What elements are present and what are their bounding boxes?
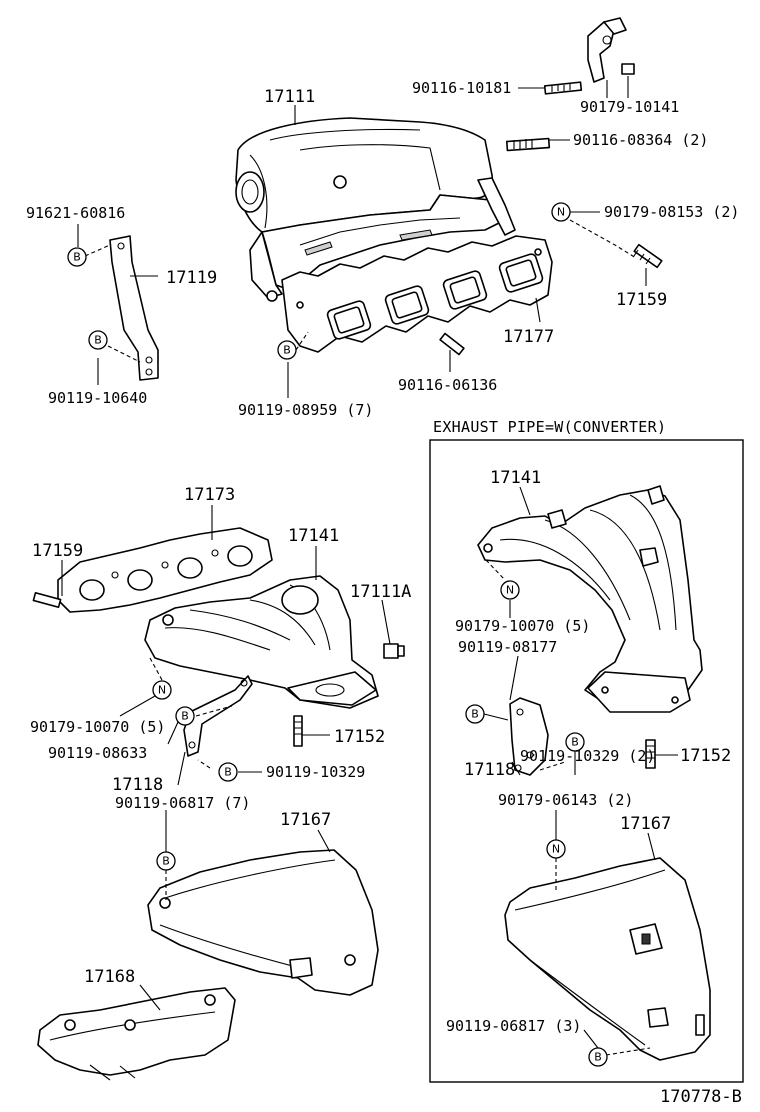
bracket-top-right (587, 17, 627, 83)
label-90179-10141: 90179-10141 (580, 98, 679, 116)
heat-insulator-17167-converter (504, 857, 711, 1061)
heat-insulator-17168 (37, 987, 236, 1081)
figure-code: 170778-B (660, 1087, 742, 1107)
svg-text:B: B (471, 708, 479, 721)
stud-17159-top (633, 243, 663, 269)
label-90119-06817-converter: 90119-06817 (3) (446, 1017, 581, 1035)
label-17177: 17177 (503, 327, 554, 347)
bolt-marker-90119-08959: B (277, 340, 297, 360)
nut-marker-90179-10070-converter: N (500, 580, 520, 600)
label-17168: 17168 (84, 967, 135, 987)
svg-text:N: N (506, 584, 514, 597)
exhaust-manifold-17141-converter (477, 485, 703, 713)
label-17118-left: 17118 (112, 775, 163, 795)
bolt-marker-90119-10329-converter: B (565, 732, 585, 752)
label-17118-converter: 17118 (464, 760, 515, 780)
bolt-marker-90119-06817-converter: B (588, 1047, 608, 1067)
bolt-marker-90119-10329-left: B (218, 762, 238, 782)
stud-17159-left (32, 591, 62, 609)
svg-text:N: N (557, 206, 565, 219)
converter-box-header: EXHAUST PIPE=W(CONVERTER) (433, 418, 666, 436)
nut-90179-10141 (621, 63, 635, 75)
label-17141-converter: 17141 (490, 468, 541, 488)
label-17111A: 17111A (350, 582, 411, 602)
label-17159-left: 17159 (32, 541, 83, 561)
label-17167-left: 17167 (280, 810, 331, 830)
nut-marker-90179-10070-left: N (152, 680, 172, 700)
label-90119-10640: 90119-10640 (48, 389, 147, 407)
label-17167-converter: 17167 (620, 814, 671, 834)
svg-text:B: B (571, 736, 579, 749)
label-17152-converter: 17152 (680, 746, 731, 766)
svg-text:B: B (594, 1051, 602, 1064)
svg-text:N: N (158, 684, 166, 697)
stud-17152-converter (645, 739, 656, 769)
label-90116-10181: 90116-10181 (412, 79, 511, 97)
bracket-17118-converter (509, 697, 549, 776)
label-90119-06817-left: 90119-06817 (7) (115, 794, 250, 812)
label-17173: 17173 (184, 485, 235, 505)
bolt-marker-90119-08177: B (465, 704, 485, 724)
nut-marker-90179-08153: N (551, 202, 571, 222)
label-90179-06143: 90179-06143 (2) (498, 791, 633, 809)
label-17141-left: 17141 (288, 526, 339, 546)
label-90119-08177: 90119-08177 (458, 638, 557, 656)
bolt-marker-90119-10640: B (88, 330, 108, 350)
label-90179-08153: 90179-08153 (2) (604, 203, 739, 221)
label-90179-10070-converter: 90179-10070 (5) (455, 617, 590, 635)
svg-text:B: B (162, 855, 170, 868)
stud-90116-08364 (505, 137, 551, 152)
label-90119-10329-left: 90119-10329 (266, 763, 365, 781)
label-17119: 17119 (166, 268, 217, 288)
label-90119-08633: 90119-08633 (48, 744, 147, 762)
label-90116-06136: 90116-06136 (398, 376, 497, 394)
stud-90116-10181 (543, 81, 583, 95)
label-90116-08364: 90116-08364 (2) (573, 131, 708, 149)
svg-text:B: B (94, 334, 102, 347)
plug-17111A (383, 643, 405, 659)
bolt-marker-90119-06817-left: B (156, 851, 176, 871)
label-90179-10070-left: 90179-10070 (5) (30, 718, 165, 736)
bracket-17118-left (183, 675, 253, 757)
label-90119-10329-converter: 90119-10329 (2) (520, 747, 655, 765)
intake-gasket-17177 (281, 235, 553, 353)
converter-box (429, 439, 744, 1083)
svg-text:B: B (283, 344, 291, 357)
label-90119-08959: 90119-08959 (7) (238, 401, 373, 419)
stud-17152-left (293, 715, 303, 747)
stud-90116-06136 (439, 332, 465, 356)
exhaust-manifold-17141 (144, 575, 379, 709)
svg-text:N: N (552, 843, 560, 856)
intake-manifold-drawing (235, 117, 516, 302)
bolt-marker-90119-08633: B (175, 706, 195, 726)
stay-17119 (109, 235, 159, 381)
svg-text:B: B (224, 766, 232, 779)
exhaust-gasket-17173 (57, 527, 273, 613)
label-17111: 17111 (264, 87, 315, 107)
label-17159-top: 17159 (616, 290, 667, 310)
bolt-marker-91621: B (67, 247, 87, 267)
heat-insulator-17167-left (147, 849, 379, 996)
svg-text:B: B (181, 710, 189, 723)
nut-marker-90179-06143: N (546, 839, 566, 859)
label-91621-60816: 91621-60816 (26, 204, 125, 222)
svg-text:B: B (73, 251, 81, 264)
label-17152-left: 17152 (334, 727, 385, 747)
